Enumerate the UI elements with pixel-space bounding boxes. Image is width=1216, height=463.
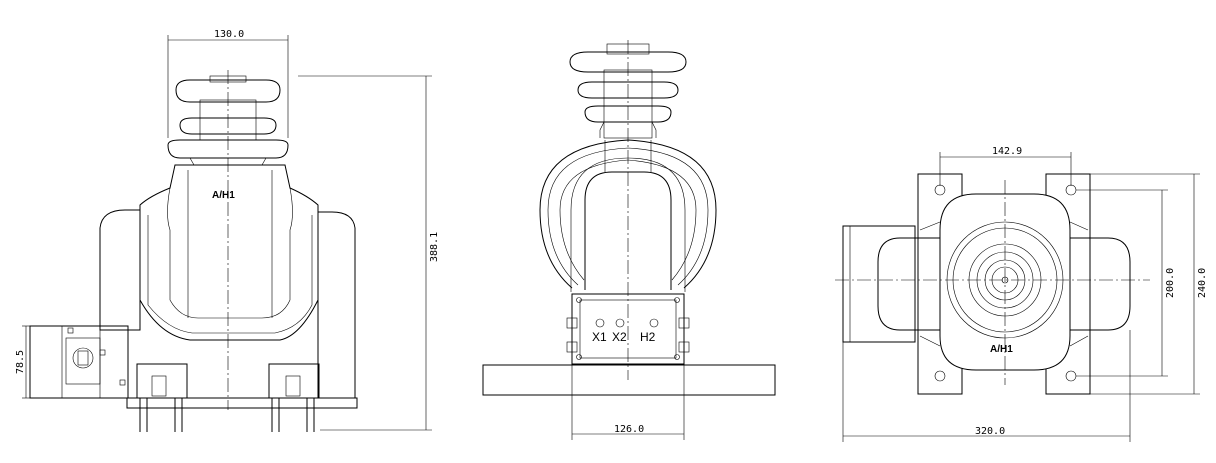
front-bracket-left [136,363,188,399]
top-arm-left [877,237,941,331]
dim-box-height: 78.5 [15,350,26,374]
mount-hole-br [1065,370,1077,382]
top-arm-right [1069,237,1131,331]
front-slot-left [151,375,167,397]
dim-overall-length: 320.0 [975,426,1005,437]
front-body [139,164,319,341]
dim-plate-depth: 240.0 [1197,268,1208,298]
front-view: A/H1 130.0 388.1 78.5 [15,29,440,432]
front-arm-left [99,209,141,331]
dim-bushing-width: 130.0 [214,29,244,40]
side-view: X1 X2 H2 126.0 [482,40,776,440]
terminal-h2-stud [649,318,659,328]
front-leg-left [139,398,183,432]
front-base-plate [126,397,358,409]
front-label: A/H1 [212,190,235,201]
terminal-h2-label: H2 [640,330,656,344]
front-box-cover [65,337,101,385]
mount-hole-bl [934,370,946,382]
dim-side-base-width: 126.0 [614,424,644,435]
side-base [482,364,776,396]
mount-hole-tr [1065,184,1077,196]
terminal-x1-label: X1 [592,330,607,344]
front-box-gland [72,347,94,369]
dim-hole-spacing-x: 142.9 [992,146,1022,157]
front-arm-right [317,211,356,399]
terminal-x2-label: X2 [612,330,627,344]
terminal-x2-stud [615,318,625,328]
dim-hole-spacing-y: 200.0 [1165,268,1176,298]
front-leg-right [271,398,315,432]
terminal-x1-stud [595,318,605,328]
front-terminal-box [29,325,129,399]
front-bracket-right [268,363,320,399]
front-slot-right [285,375,301,397]
front-shed-1 [175,79,281,103]
mount-hole-tl [934,184,946,196]
top-terminal-box [842,225,916,343]
dim-total-height: 388.1 [429,232,440,262]
top-view: A/H1 142.9 200.0 240.0 320.0 [835,146,1208,442]
top-label: A/H1 [990,344,1013,355]
